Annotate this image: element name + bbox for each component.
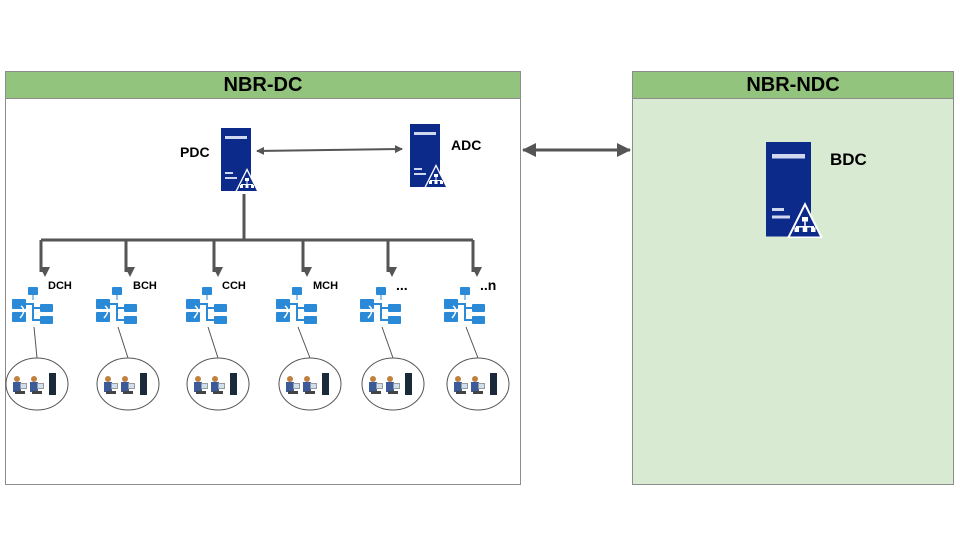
tower-pc-icon xyxy=(322,373,329,395)
tower-pc-icon xyxy=(405,373,412,395)
branch-user-link xyxy=(465,326,479,359)
nbr-dc-title: NBR-DC xyxy=(6,72,520,99)
branch-user-link xyxy=(297,326,311,359)
branch-label: DCH xyxy=(48,280,72,292)
pdc-adc-link xyxy=(256,145,403,155)
tower-pc-icon xyxy=(49,373,56,395)
branch-network-icon xyxy=(275,286,318,325)
branch-user-link xyxy=(207,326,219,359)
adc-label: ADC xyxy=(451,137,482,153)
branch-label: ..n xyxy=(480,277,497,293)
pdc-server-icon xyxy=(221,128,259,192)
nbr-ndc-zone: NBR-NDC xyxy=(632,71,954,485)
branch-network-icon xyxy=(185,286,228,325)
branch-label: BCH xyxy=(133,280,157,292)
branch-label: MCH xyxy=(313,280,339,292)
tower-pc-icon xyxy=(230,373,237,395)
branch-label: ... xyxy=(396,277,408,293)
pdc-label: PDC xyxy=(180,144,210,160)
branch-user-link xyxy=(33,326,38,359)
branch-network-icon xyxy=(359,286,402,325)
tower-pc-icon xyxy=(490,373,497,395)
branch-network-icon xyxy=(95,286,138,325)
tower-pc-icon xyxy=(140,373,147,395)
bdc-label: BDC xyxy=(830,150,867,169)
nbr-ndc-title: NBR-NDC xyxy=(633,72,953,99)
branch-network-icon xyxy=(443,286,486,325)
bdc-server-icon xyxy=(766,142,823,238)
adc-server-icon xyxy=(410,124,448,188)
branch-network-icon xyxy=(11,286,54,325)
branch-label: CCH xyxy=(222,280,246,292)
branch-user-link xyxy=(117,326,129,359)
branch-user-link xyxy=(381,326,394,359)
